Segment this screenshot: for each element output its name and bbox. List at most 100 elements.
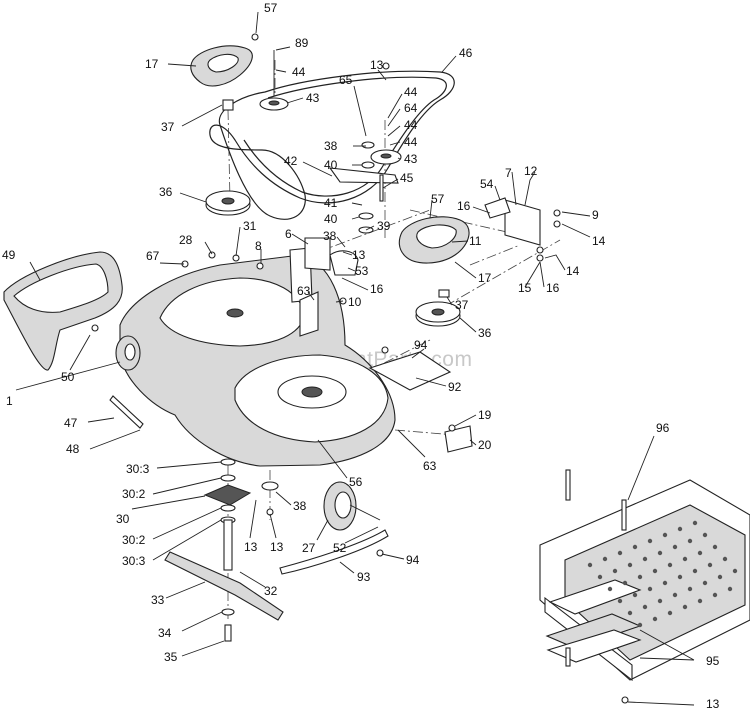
callout-30-2: 30:2	[122, 533, 146, 547]
callout-33: 33	[151, 593, 165, 607]
frame-hole	[677, 526, 683, 532]
spindle-pulley-left	[205, 190, 251, 216]
callout-45: 45	[400, 171, 414, 185]
frame-hole	[612, 568, 618, 574]
callout-92: 92	[448, 380, 462, 394]
callout-13: 13	[370, 58, 384, 72]
callout-43: 43	[306, 91, 320, 105]
frame-hole	[692, 520, 698, 526]
callout-8: 8	[255, 239, 262, 253]
drive-belt	[209, 70, 455, 220]
frame-hole	[602, 556, 608, 562]
frame-hole	[667, 610, 673, 616]
frame-hole	[597, 574, 603, 580]
frame-hole	[707, 562, 713, 568]
frame-hole	[697, 550, 703, 556]
callout-56: 56	[349, 475, 363, 489]
callout-41: 41	[324, 196, 338, 210]
frame-hole	[652, 616, 658, 622]
callout-37: 37	[161, 120, 175, 134]
callout-57: 57	[431, 192, 445, 206]
frame-hole	[732, 568, 738, 574]
callout-40: 40	[324, 212, 338, 226]
mounting-frame	[539, 469, 750, 704]
frame-hole	[697, 598, 703, 604]
callout-32: 32	[264, 584, 278, 598]
bracket-54	[484, 197, 511, 219]
callout-13: 13	[270, 540, 284, 554]
callout-64: 64	[404, 101, 418, 115]
frame-hole	[647, 538, 653, 544]
callout-15: 15	[518, 281, 532, 295]
callout-28: 28	[179, 233, 193, 247]
frame-hole	[682, 556, 688, 562]
frame-hole	[692, 568, 698, 574]
callout-1: 1	[6, 394, 13, 408]
frame-hole	[722, 556, 728, 562]
callout-13: 13	[706, 697, 720, 711]
leader-lines	[15, 11, 695, 706]
frame-hole	[587, 562, 593, 568]
frame-hole	[712, 592, 718, 598]
callout-17: 17	[478, 271, 492, 285]
frame-hole	[622, 580, 628, 586]
callout-30: 30	[116, 512, 130, 526]
drive-belt-inner	[243, 76, 447, 197]
mower-blade	[164, 551, 284, 621]
discharge-chute	[3, 251, 123, 371]
idler-pulley-right	[370, 149, 402, 165]
frame-hole	[607, 586, 613, 592]
gauge-wheel	[323, 481, 381, 531]
frame-hole	[642, 604, 648, 610]
callout-52: 52	[333, 541, 347, 555]
callout-49: 49	[2, 248, 16, 262]
frame-hole	[667, 562, 673, 568]
callout-40: 40	[324, 158, 338, 172]
callout-16: 16	[457, 199, 471, 213]
frame-hole	[672, 544, 678, 550]
frame-hole	[727, 586, 733, 592]
blade-washer	[221, 608, 235, 616]
frame-hole	[682, 604, 688, 610]
frame-hole	[702, 532, 708, 538]
callout-36: 36	[159, 185, 173, 199]
callout-67: 67	[146, 249, 160, 263]
callout-47: 47	[64, 416, 78, 430]
callout-13: 13	[244, 540, 258, 554]
spring	[109, 395, 144, 429]
callout-94: 94	[406, 553, 420, 567]
bracket-6	[304, 237, 331, 271]
frame-hole	[642, 556, 648, 562]
callout-65: 65	[339, 73, 353, 87]
frame-hole	[632, 544, 638, 550]
callout-27: 27	[302, 541, 316, 555]
callout-46: 46	[459, 46, 473, 60]
frame-hole	[627, 610, 633, 616]
idler-arm	[328, 167, 399, 184]
callout-14: 14	[592, 234, 606, 248]
spindle-cover-left	[190, 45, 253, 87]
callout-94: 94	[414, 338, 428, 352]
frame-hole	[652, 568, 658, 574]
callout-9: 9	[592, 208, 599, 222]
frame-hole	[637, 574, 643, 580]
callout-6: 6	[285, 227, 292, 241]
spindle-cover-right	[398, 216, 470, 264]
frame-hole	[677, 574, 683, 580]
callout-7: 7	[505, 166, 512, 180]
frame-hole	[662, 532, 668, 538]
bracket-20	[444, 425, 473, 453]
callout-43: 43	[404, 152, 418, 166]
callout-30-3: 30:3	[122, 554, 146, 568]
callout-37: 37	[455, 298, 469, 312]
frame-hole	[717, 574, 723, 580]
callout-89: 89	[295, 36, 309, 50]
callout-38: 38	[293, 499, 307, 513]
callout-53: 53	[355, 264, 369, 278]
callout-10: 10	[348, 295, 362, 309]
frame-hole	[617, 598, 623, 604]
callout-38: 38	[324, 139, 338, 153]
bracket-63	[299, 291, 319, 337]
frame-hole	[702, 580, 708, 586]
